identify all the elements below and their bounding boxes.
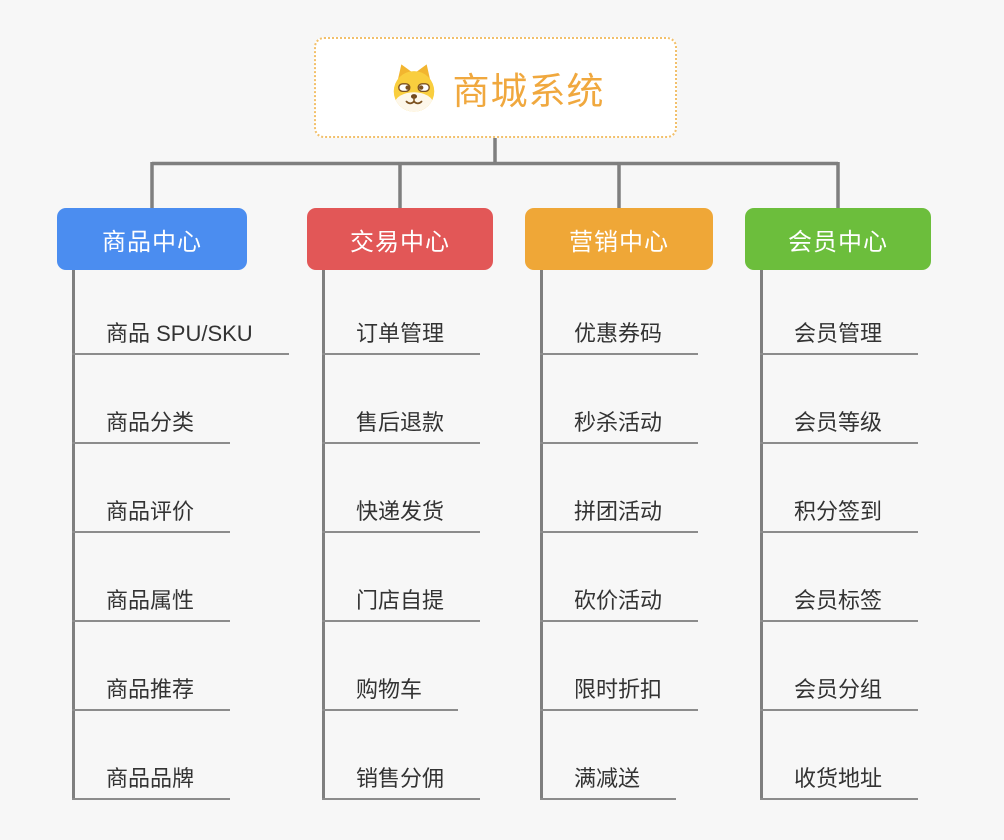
branch-node-member-center[interactable]: 会员中心 [745,208,931,270]
leaf-node[interactable]: 订单管理 [322,319,481,355]
leaf-node[interactable]: 购物车 [322,675,459,711]
leaf-node[interactable]: 会员等级 [760,408,919,444]
leaf-node[interactable]: 优惠券码 [540,319,699,355]
branch-label: 营销中心 [569,228,669,256]
leaf-node[interactable]: 拼团活动 [540,497,699,533]
connector-spine [540,270,543,800]
leaf-node[interactable]: 商品属性 [72,586,231,622]
branch-node-marketing-center[interactable]: 营销中心 [525,208,713,270]
leaf-node[interactable]: 收货地址 [760,764,919,800]
branch-node-product-center[interactable]: 商品中心 [57,208,247,270]
leaf-node[interactable]: 会员标签 [760,586,919,622]
branch-label: 商品中心 [102,228,202,256]
leaf-node[interactable]: 快递发货 [322,497,481,533]
branch-node-trade-center[interactable]: 交易中心 [307,208,493,270]
leaf-node[interactable]: 砍价活动 [540,586,699,622]
leaf-node[interactable]: 会员分组 [760,675,919,711]
dog-icon [393,63,434,112]
branch-label: 会员中心 [788,228,888,256]
leaf-node[interactable]: 会员管理 [760,319,919,355]
leaf-node[interactable]: 商品品牌 [72,764,231,800]
branch-label: 交易中心 [350,228,450,256]
leaf-node[interactable]: 积分签到 [760,497,919,533]
leaf-node[interactable]: 售后退款 [322,408,481,444]
leaf-node[interactable]: 销售分佣 [322,764,481,800]
leaf-node[interactable]: 商品分类 [72,408,231,444]
connector-spine [760,270,763,800]
connector-spine [72,270,75,800]
leaf-node[interactable]: 门店自提 [322,586,481,622]
leaf-node[interactable]: 商品推荐 [72,675,231,711]
root-title: 商城系统 [452,70,605,112]
leaf-node[interactable]: 限时折扣 [540,675,699,711]
leaf-node[interactable]: 商品评价 [72,497,231,533]
connector-spine [322,270,325,800]
root-node[interactable]: 商城系统 [314,37,677,138]
leaf-node[interactable]: 满减送 [540,764,677,800]
leaf-node[interactable]: 秒杀活动 [540,408,699,444]
leaf-node[interactable]: 商品 SPU/SKU [72,319,289,355]
